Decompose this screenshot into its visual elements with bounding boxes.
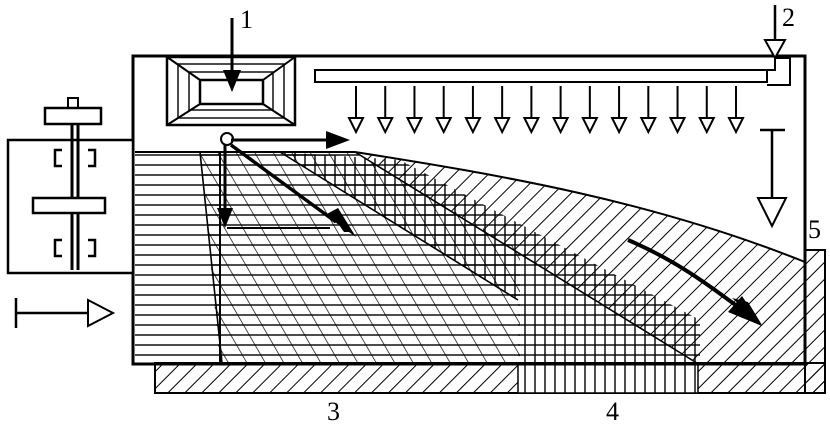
inlet-arrow bbox=[14, 298, 116, 328]
spray-nozzle bbox=[551, 86, 570, 135]
flow-vectors bbox=[217, 131, 356, 237]
side-feeder bbox=[6, 97, 135, 275]
spray-nozzle bbox=[435, 86, 453, 135]
bed-surface-line bbox=[354, 151, 806, 263]
label-3: 3 bbox=[327, 397, 340, 426]
spray-nozzle bbox=[405, 86, 424, 135]
feed-arrow bbox=[223, 18, 241, 92]
spray-nozzle bbox=[610, 86, 628, 135]
material-bed bbox=[135, 152, 805, 365]
base-plate bbox=[154, 362, 826, 394]
right-wall bbox=[804, 249, 826, 394]
spray-nozzle bbox=[581, 86, 599, 135]
spray-nozzle bbox=[698, 86, 716, 135]
air-down-arrow bbox=[756, 128, 788, 229]
spray-nozzle bbox=[493, 86, 511, 135]
spray-nozzle bbox=[668, 86, 687, 135]
spray-pipe bbox=[314, 5, 791, 135]
spray-nozzle bbox=[376, 86, 394, 135]
bed-flow-arrow bbox=[627, 238, 762, 326]
spray-nozzle bbox=[522, 86, 541, 135]
spray-nozzle bbox=[347, 86, 365, 135]
label-4: 4 bbox=[606, 397, 619, 426]
spray-nozzle bbox=[639, 86, 657, 135]
label-1: 1 bbox=[240, 5, 253, 34]
spray-nozzle bbox=[727, 86, 745, 135]
spray-nozzle bbox=[464, 86, 482, 135]
label-2: 2 bbox=[782, 3, 795, 32]
nozzle-row bbox=[347, 86, 745, 135]
label-5: 5 bbox=[808, 215, 821, 244]
